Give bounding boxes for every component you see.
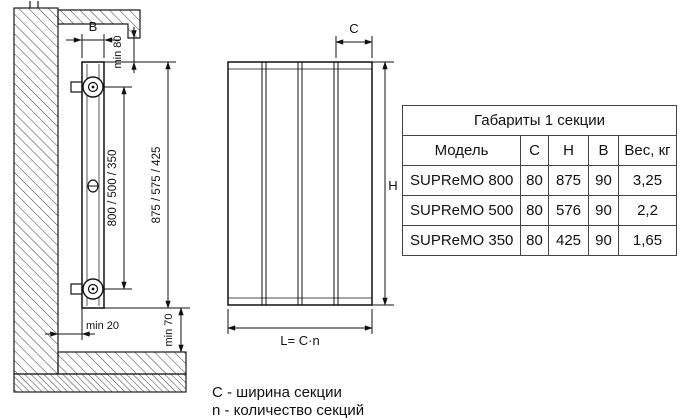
value-cell: 80 xyxy=(520,225,549,256)
radiator-side-view xyxy=(70,61,105,309)
table-title: Габариты 1 секции xyxy=(402,105,677,136)
radiator-body-front xyxy=(227,61,373,306)
wall-section xyxy=(13,1,187,393)
header-model: Модель xyxy=(402,135,521,166)
model-cell: SUPReMO 350 xyxy=(402,225,521,256)
value-cell: 80 xyxy=(520,165,549,196)
section-width-label: C xyxy=(349,21,358,36)
legend-line-section-width: C - ширина секции xyxy=(212,384,342,401)
floor-slab xyxy=(57,351,187,375)
front-view-labels: C H L= C·n xyxy=(280,21,397,348)
mounting-bracket-bottom xyxy=(70,283,84,295)
table-title-row: Габариты 1 секции xyxy=(402,105,677,136)
axis-height-label: 800 / 500 / 350 xyxy=(107,150,119,227)
header-c: С xyxy=(520,135,549,166)
value-cell: 1,65 xyxy=(618,225,677,256)
table-row-supremo-800: SUPReMO 800 80 875 90 3,25 xyxy=(402,165,677,196)
legend: C - ширина секции n - количество секций xyxy=(212,384,364,420)
length-formula-label: L= C·n xyxy=(280,333,319,348)
window-sill xyxy=(57,9,141,39)
side-view-labels: B min 80 800 / 500 / 350 875 / 575 / 425… xyxy=(86,19,175,347)
value-cell: 90 xyxy=(588,225,619,256)
min-wall-clearance-label: min 20 xyxy=(86,320,119,332)
value-cell: 90 xyxy=(588,195,619,226)
header-h: Н xyxy=(548,135,589,166)
header-weight: Вес, кг xyxy=(618,135,677,166)
min-top-clearance-label: min 80 xyxy=(112,35,124,68)
value-cell: 576 xyxy=(548,195,589,226)
front-view-dimensions xyxy=(227,36,394,334)
model-cell: SUPReMO 800 xyxy=(402,165,521,196)
value-cell: 425 xyxy=(548,225,589,256)
table-header-row: Модель С Н В Вес, кг xyxy=(402,135,677,166)
legend-line-section-count: n - количество секций xyxy=(212,402,365,419)
model-cell: SUPReMO 500 xyxy=(402,195,521,226)
value-cell: 90 xyxy=(588,165,619,196)
side-view-dimensions xyxy=(45,27,190,353)
min-floor-clearance-label: min 70 xyxy=(163,313,175,346)
bottom-connection-center xyxy=(91,287,95,291)
overall-height-label: 875 / 575 / 425 xyxy=(151,147,163,224)
header-b: В xyxy=(588,135,619,166)
floor-base xyxy=(13,373,187,393)
value-cell: 2,2 xyxy=(618,195,677,226)
mounting-bracket-top xyxy=(70,81,84,93)
value-cell: 3,25 xyxy=(618,165,677,196)
value-cell: 875 xyxy=(548,165,589,196)
top-connection-center xyxy=(91,85,95,89)
table-row-supremo-500: SUPReMO 500 80 576 90 2,2 xyxy=(402,195,677,226)
wall-body xyxy=(13,7,59,375)
height-label: H xyxy=(388,178,397,193)
radiator-front-view xyxy=(227,61,373,306)
depth-label: B xyxy=(89,19,98,34)
table-row-supremo-350: SUPReMO 350 80 425 90 1,65 xyxy=(402,225,677,256)
section-dividers xyxy=(261,62,339,305)
value-cell: 80 xyxy=(520,195,549,226)
section-dimensions-table: Габариты 1 секции Модель С Н В Вес, кг S… xyxy=(402,105,677,256)
